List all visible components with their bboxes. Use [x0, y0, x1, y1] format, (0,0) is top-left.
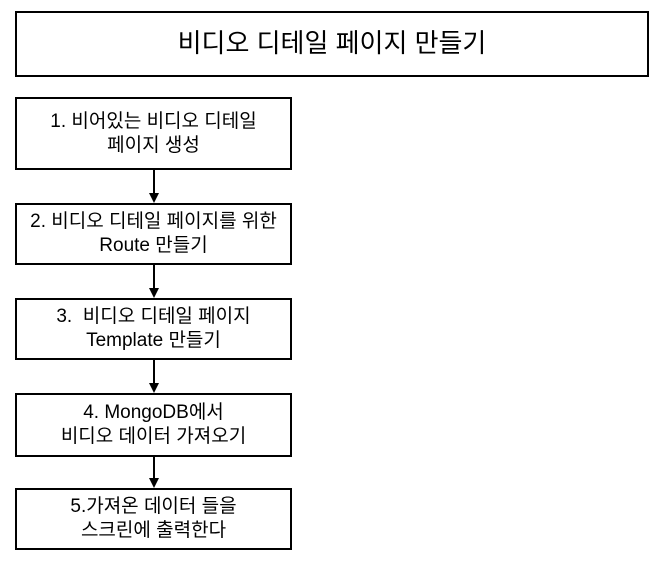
- step-box-2: 2. 비디오 디테일 페이지를 위한 Route 만들기: [15, 203, 292, 265]
- step-5-line-2: 스크린에 출력한다: [80, 520, 227, 541]
- arrow-head: [148, 193, 159, 203]
- step-1-line-1: 1. 비어있는 비디오 디테일: [50, 110, 257, 132]
- title-box: 비디오 디테일 페이지 만들기: [15, 11, 649, 77]
- step-box-5: 5.가져온 데이터 들을 스크린에 출력한다: [15, 488, 292, 550]
- arrow-head: [148, 288, 159, 298]
- step-2-line-1: 2. 비디오 디테일 페이지를 위한: [30, 211, 277, 233]
- step-box-3: 3. 비디오 디테일 페이지 Template 만들기: [15, 298, 292, 360]
- arrow-head: [148, 383, 159, 393]
- arrow-down-icon: [148, 170, 159, 203]
- arrow-head: [148, 478, 159, 488]
- step-3-line-2: Template 만들기: [86, 330, 221, 351]
- step-2-line-2: Route 만들기: [99, 235, 208, 256]
- arrow-down-icon: [148, 265, 159, 298]
- arrow-shaft: [152, 265, 155, 288]
- arrow-down-icon: [148, 457, 159, 488]
- step-3-line-1: 3. 비디오 디테일 페이지: [56, 306, 251, 328]
- step-box-4: 4. MongoDB에서 비디오 데이터 가져오기: [15, 393, 292, 457]
- arrow-shaft: [152, 360, 155, 383]
- arrow-down-icon: [148, 360, 159, 393]
- page-title: 비디오 디테일 페이지 만들기: [177, 28, 487, 59]
- arrow-shaft: [152, 170, 155, 193]
- step-5-line-1: 5.가져온 데이터 들을: [70, 496, 237, 518]
- step-4-line-1: 4. MongoDB에서: [83, 402, 224, 424]
- step-box-1: 1. 비어있는 비디오 디테일 페이지 생성: [15, 97, 292, 170]
- arrow-shaft: [152, 457, 155, 478]
- step-4-line-2: 비디오 데이터 가져오기: [60, 426, 247, 447]
- step-1-line-2: 페이지 생성: [107, 134, 200, 156]
